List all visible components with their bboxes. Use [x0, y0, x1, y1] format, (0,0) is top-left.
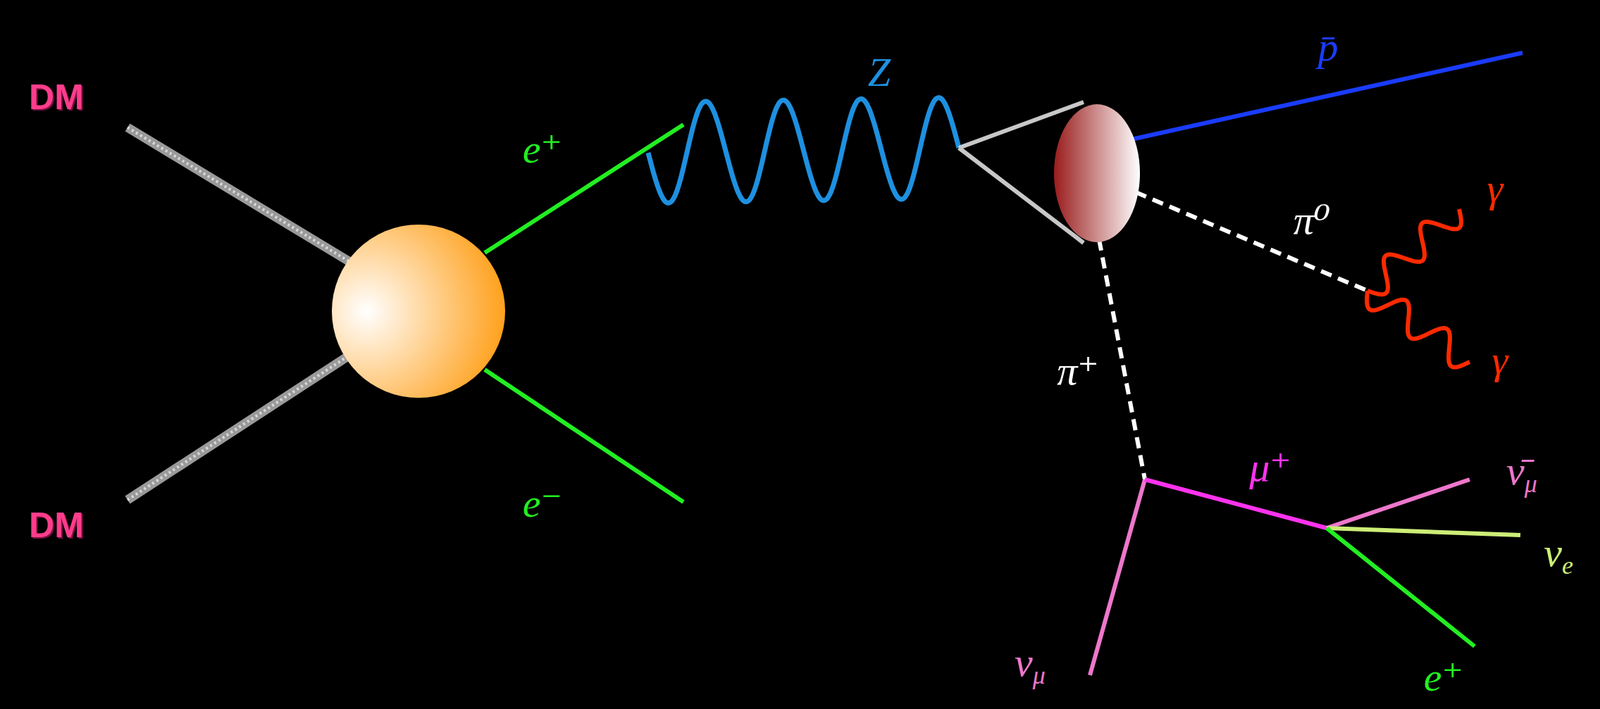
positron-label: e⁺ — [1423, 657, 1464, 699]
neutral-pion-line — [1135, 192, 1368, 291]
photon-label: γ — [1492, 340, 1509, 382]
electron-neutrino-label: νe — [1543, 532, 1574, 579]
charged-pion-line — [1099, 239, 1145, 480]
dark-matter-lines — [127, 127, 353, 501]
dark-matter-label: DM — [28, 507, 84, 544]
electron-label: e⁻ — [522, 483, 563, 525]
z-boson-wave — [648, 97, 959, 204]
annihilation-blob — [331, 224, 506, 399]
antineutrino-label: ν̄μ — [1506, 450, 1538, 497]
positron-line — [1326, 528, 1475, 647]
hadronization-blob — [1053, 104, 1140, 243]
neutral-pion-label: π⁰ — [1293, 200, 1331, 241]
muon-line — [1144, 479, 1327, 529]
muon-neutrino-label: νμ — [1014, 642, 1046, 689]
dark-matter-label: DM — [28, 79, 84, 115]
photon-wave — [1367, 209, 1462, 295]
antineutrino-line — [1326, 479, 1470, 529]
positron-label: e⁺ — [522, 128, 563, 170]
photon-wave — [1366, 290, 1470, 368]
muon-label: μ⁺ — [1249, 447, 1292, 489]
antiproton-label: p̄ — [1318, 26, 1339, 68]
muon-neutrino-line — [1089, 479, 1145, 676]
electron-neutrino-line — [1326, 528, 1521, 536]
photon-label: γ — [1487, 168, 1504, 210]
z-boson-label: Z — [867, 52, 891, 93]
charged-pion-label: π⁺ — [1056, 350, 1100, 392]
